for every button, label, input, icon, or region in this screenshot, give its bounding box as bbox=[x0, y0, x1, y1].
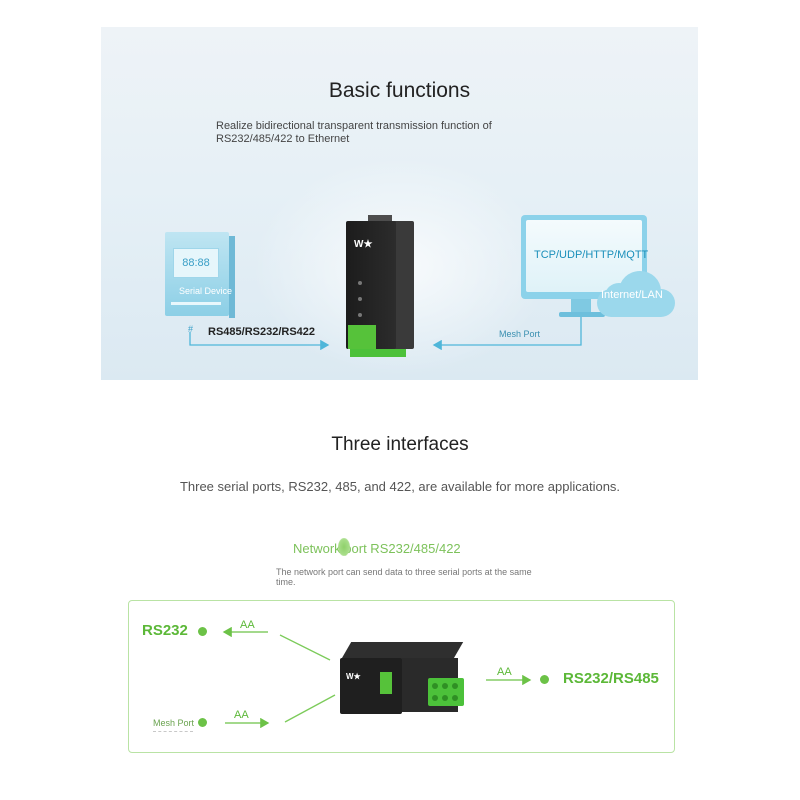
hash-mark: # bbox=[188, 324, 194, 334]
serial-link-label: RS485/RS232/RS422 bbox=[208, 326, 316, 338]
rs232-dot-icon bbox=[198, 627, 207, 636]
basic-functions-title: Basic functions bbox=[328, 79, 471, 102]
led-indicator-icon bbox=[358, 313, 362, 317]
device-to-rs232-link bbox=[279, 634, 331, 661]
monitor-neck bbox=[571, 299, 591, 313]
mesh-port-label: Mesh Port bbox=[499, 329, 541, 339]
waveshare-logo-icon: W★ bbox=[354, 239, 373, 250]
network-port-description: The network port can send data to three … bbox=[276, 567, 532, 587]
cloud-icon: Internet/LAN bbox=[597, 267, 679, 319]
aa-top-label: AA bbox=[240, 619, 255, 631]
serial-device-side bbox=[229, 236, 235, 318]
gateway-top-port bbox=[368, 215, 392, 223]
gateway-terminal-block bbox=[428, 678, 464, 706]
serial-to-gateway-arrow bbox=[189, 332, 330, 351]
serial-device-bar bbox=[171, 302, 221, 305]
rs232-rs485-label: RS232/RS485 bbox=[563, 670, 659, 687]
gateway-din-bracket bbox=[392, 221, 414, 349]
monitor-protocol-label: TCP/UDP/HTTP/MQTT bbox=[534, 249, 649, 261]
network-port-subtitle: Network port RS232/485/422 bbox=[293, 541, 461, 556]
led-indicator-icon bbox=[358, 281, 362, 285]
gateway-green-label bbox=[380, 672, 392, 694]
gateway-device-3d-illustration: W★ bbox=[340, 642, 470, 718]
rs232-rs485-dot-icon bbox=[540, 675, 549, 684]
serial-device-label: Serial Device bbox=[179, 286, 233, 296]
aa-right-label: AA bbox=[497, 666, 512, 678]
serial-device-illustration: 88:88 Serial Device bbox=[165, 232, 235, 320]
rs232-label: RS232 bbox=[142, 622, 188, 639]
gateway-case: W★ bbox=[346, 221, 396, 349]
mesh-port-dot-icon bbox=[198, 718, 207, 727]
three-interfaces-description: Three serial ports, RS232, 485, and 422,… bbox=[179, 479, 621, 494]
led-indicator-icon bbox=[358, 297, 362, 301]
aa-bottom-label: AA bbox=[234, 709, 249, 721]
gateway-terminal-block bbox=[350, 349, 406, 357]
lan-to-gateway-arrow bbox=[432, 317, 582, 351]
highlight-dot-icon bbox=[338, 538, 350, 556]
cloud-label: Internet/LAN bbox=[601, 289, 663, 301]
waveshare-logo-icon: W★ bbox=[346, 672, 361, 681]
three-interfaces-title: Three interfaces bbox=[331, 434, 469, 455]
gateway-green-label bbox=[348, 325, 376, 349]
gateway-device-illustration: W★ bbox=[346, 215, 416, 357]
serial-device-display: 88:88 bbox=[173, 248, 219, 278]
mesh-port-underline bbox=[153, 731, 193, 732]
basic-functions-panel: Basic functions Realize bidirectional tr… bbox=[101, 27, 698, 380]
mesh-port-bottom-label: Mesh Port bbox=[153, 718, 195, 728]
basic-functions-description: Realize bidirectional transparent transm… bbox=[216, 120, 492, 145]
monitor-foot bbox=[559, 312, 605, 317]
top-connection-arrows bbox=[189, 317, 582, 351]
mesh-to-device-link bbox=[284, 694, 336, 723]
